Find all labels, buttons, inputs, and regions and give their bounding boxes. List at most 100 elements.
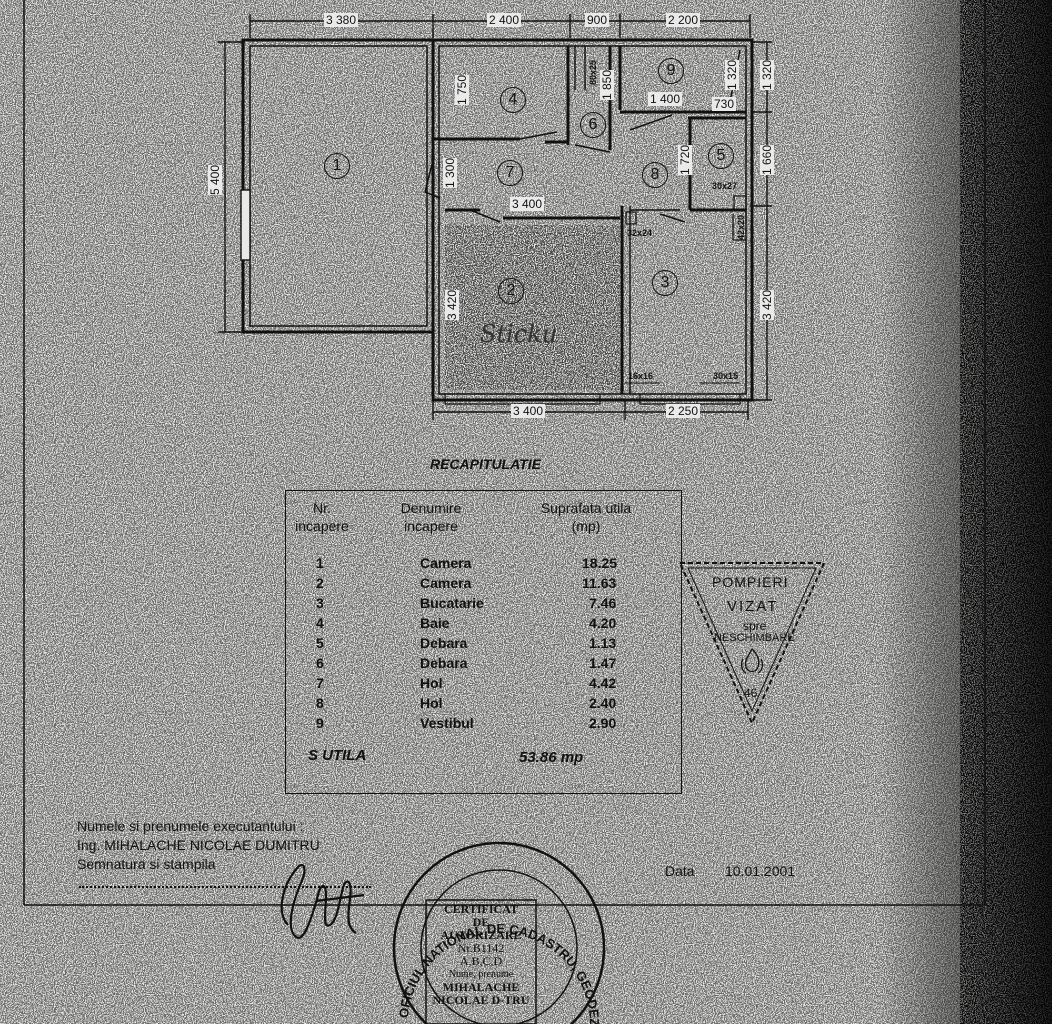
dim-top-2: 2 400 — [487, 13, 522, 27]
row-name: Hol — [420, 675, 443, 691]
room-number-3: 3 — [652, 270, 678, 296]
room-number-7: 7 — [497, 160, 523, 186]
row-name: Vestibul — [420, 715, 474, 731]
fire-stamp-line3: spre — [743, 619, 767, 633]
executant-label: Numele si prenumele executantului : — [77, 818, 304, 834]
label-30x27: 30x27 — [712, 181, 738, 191]
room-number-2: 2 — [498, 278, 524, 304]
row-nr: 7 — [316, 675, 324, 691]
row-name: Hol — [420, 695, 443, 711]
label-32x24: 32x24 — [627, 228, 653, 238]
dim-right-2: 1 660 — [760, 145, 774, 176]
table-row: 3 Bucatarie 7.46 — [286, 595, 681, 615]
handwritten-signature — [280, 863, 365, 939]
row-name: Baie — [420, 615, 450, 631]
date-label: Data — [665, 863, 695, 879]
cert-line-7: MIHALACHE — [442, 980, 520, 994]
fire-stamp-number: 46 — [744, 686, 758, 700]
executant-name: Ing. MIHALACHE NICOLAE DUMITRU — [77, 837, 320, 853]
row-name: Debara — [420, 655, 468, 671]
cert-line-1: CERTIFICAT — [443, 902, 519, 916]
label-16x16: 16x16 — [628, 371, 654, 381]
row-name: Debara — [420, 635, 468, 651]
label-42x20: 42x20 — [736, 215, 746, 241]
row-area: 18.25 — [582, 555, 618, 571]
signature-label: Semnatura si stampila — [77, 856, 216, 872]
cert-line-6: Nume, prenume — [448, 969, 514, 980]
room-number-4: 4 — [500, 87, 526, 113]
dim-right-3: 3 420 — [760, 290, 774, 321]
room-number-9: 9 — [658, 58, 684, 84]
total-value: 53.86 mp — [519, 749, 584, 766]
cert-line-2: DE — [472, 915, 490, 929]
row-nr: 1 — [316, 555, 324, 571]
row-area: 11.63 — [582, 575, 617, 591]
dim-1720: 1 720 — [678, 145, 692, 176]
header-name-line2: incapere — [404, 518, 458, 534]
table-row: 5 Debara 1.13 — [286, 635, 681, 655]
fire-stamp-line2: VIZAT — [727, 598, 779, 615]
flame-icon — [740, 647, 764, 674]
room-number-1: 1 — [324, 153, 350, 179]
signature-line — [79, 886, 371, 888]
row-area: 4.20 — [589, 615, 617, 631]
table-row: 4 Baie 4.20 — [286, 615, 681, 635]
floor-plan — [218, 14, 772, 420]
certificate-stamp: OFICIUL NATIONAL DE CADASTRU, GEODEZIE S… — [388, 838, 606, 1024]
row-nr: 8 — [316, 695, 324, 711]
row-name: Camera — [420, 575, 472, 591]
certificate-stamp-lines: CERTIFICAT DE AUTORIZARE Nr.B1142 A,B,C,… — [426, 903, 536, 1007]
fire-stamp-line4: NESCHIMBARE — [714, 632, 795, 644]
table-row: 9 Vestibul 2.90 — [286, 715, 681, 735]
dim-right-1: 1 320 — [760, 60, 774, 91]
date-value: 10.01.2001 — [725, 863, 796, 879]
fire-stamp-line1: POMPIERI — [712, 574, 789, 590]
header-area: Suprafata utila (mp) — [521, 499, 651, 535]
header-nr-line1: Nr. — [313, 500, 331, 516]
label-80x25: 80x25 — [588, 60, 598, 86]
dim-1320: 1 320 — [725, 60, 739, 91]
dim-1400: 1 400 — [648, 92, 683, 106]
row-nr: 5 — [316, 635, 324, 651]
row-nr: 9 — [316, 715, 324, 731]
dim-1300: 1 300 — [443, 158, 457, 189]
header-area-line2: (mp) — [571, 518, 601, 534]
dim-bottom-1: 3 400 — [511, 404, 546, 418]
row-name: Bucatarie — [420, 595, 484, 611]
dim-left: 5 400 — [208, 165, 222, 196]
dim-bottom-2: 2 250 — [666, 404, 701, 418]
row-area: 2.90 — [589, 715, 617, 731]
row-area: 2.40 — [589, 695, 617, 711]
cert-line-4: Nr.B1142 — [457, 941, 505, 955]
row-nr: 3 — [316, 595, 324, 611]
dim-730: 730 — [712, 97, 737, 111]
dim-3400-inner: 3 400 — [510, 197, 545, 211]
table-row: 6 Debara 1.47 — [286, 655, 681, 675]
room-number-5: 5 — [708, 143, 734, 169]
row-nr: 6 — [316, 655, 324, 671]
label-30x15: 30x15 — [713, 371, 739, 381]
fire-stamp — [678, 562, 826, 726]
dim-3420-inner: 3 420 — [445, 290, 459, 321]
table-row: 8 Hol 2.40 — [286, 695, 681, 715]
table-row: 7 Hol 4.42 — [286, 675, 681, 695]
header-name: Denumire incapere — [381, 499, 481, 535]
table-row: 1 Camera 18.25 — [286, 555, 681, 575]
total-label: S UTILA — [308, 747, 367, 764]
row-area: 1.13 — [589, 635, 617, 651]
cert-line-5: A,B,C,D — [459, 954, 503, 968]
dim-1750: 1 750 — [455, 75, 469, 106]
room-number-6: 6 — [580, 112, 606, 138]
room-number-8: 8 — [642, 162, 668, 188]
row-name: Camera — [420, 555, 472, 571]
table-row: 2 Camera 11.63 — [286, 575, 681, 595]
header-area-line1: Suprafata utila — [540, 500, 632, 516]
summary-title: RECAPITULATIE — [430, 456, 541, 472]
cert-line-8: NICOLAE D-TRU — [432, 993, 530, 1007]
header-nr: Nr. incapere — [292, 499, 352, 535]
dim-top-1: 3 380 — [324, 13, 359, 27]
handwriting-in-room-2: Sticku — [480, 320, 558, 348]
row-area: 1.47 — [589, 655, 617, 671]
header-nr-line2: incapere — [295, 518, 349, 534]
